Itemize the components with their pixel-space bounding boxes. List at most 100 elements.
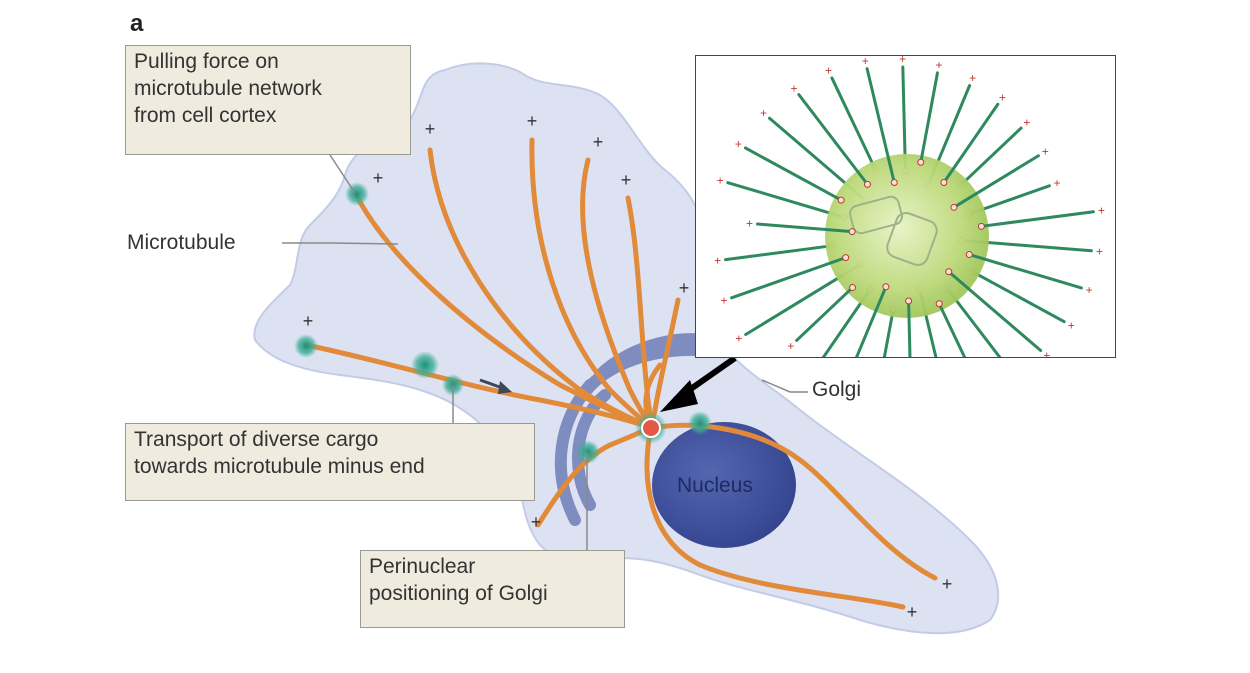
microtubule-leader-line	[282, 242, 399, 245]
pulling-force-leader-line	[329, 154, 356, 194]
plus-end-8: +	[531, 512, 542, 532]
plus-end-3: +	[527, 111, 538, 131]
inset-plus-2: +	[717, 173, 724, 187]
transport-arrowhead	[498, 381, 512, 394]
centrioles	[849, 195, 938, 266]
plus-end-4: +	[593, 132, 604, 152]
pulling-force-callout: Pulling force on microtubule network fro…	[125, 45, 411, 155]
inset-plus-7: +	[862, 56, 869, 68]
plus-end-1: +	[373, 168, 384, 188]
inset-plus-14: +	[1053, 176, 1060, 190]
inset-plus-29: +	[721, 293, 728, 307]
cargo-dot-6	[688, 411, 712, 435]
centriole-1	[849, 195, 903, 235]
plus-end-9: +	[942, 574, 953, 594]
panel-label: a	[130, 10, 144, 37]
inset-minus-end-21	[935, 300, 943, 308]
inset-microtubule-17	[967, 253, 1083, 290]
plus-end-5: +	[621, 170, 632, 190]
inset-microtubule-21	[937, 302, 967, 357]
inset-microtubule-9	[919, 71, 939, 164]
inset-plus-12: +	[1023, 116, 1030, 130]
inset-microtubule-15	[979, 210, 1095, 228]
inset-plus-13: +	[1042, 145, 1049, 159]
cargo-dot-2	[294, 334, 318, 358]
inset-microtubule-1	[755, 222, 854, 234]
inset-microtubule-18	[971, 270, 1066, 324]
centriole-2	[886, 212, 938, 266]
microtubule-7	[303, 342, 654, 431]
centrosome	[641, 418, 661, 438]
microtubule-3	[529, 137, 654, 431]
inset-minus-end-9	[917, 158, 925, 166]
inset-microtubule-8	[901, 65, 907, 173]
inset-microtubule-19	[947, 270, 1043, 352]
inset-microtubule-25	[855, 285, 888, 357]
golgi-leader-line	[761, 379, 808, 393]
inset-minus-end-3	[837, 196, 845, 204]
inset-microtubule-30	[724, 244, 835, 262]
plus-end-10: +	[907, 602, 918, 622]
centrosome-inset-diagram: ++++++++++++++++++++++++++++++	[714, 56, 1105, 358]
inset-plus-3: +	[735, 137, 742, 151]
inset-plus-18: +	[1068, 318, 1075, 332]
inset-minus-end-11	[940, 178, 948, 186]
microtubule-10	[644, 425, 906, 610]
inset-minus-end-1	[848, 228, 856, 236]
inset-minus-end-27	[849, 284, 857, 292]
perinuclear-callout: Perinuclear positioning of Golgi	[360, 550, 625, 628]
inset-plus-17: +	[1086, 283, 1093, 297]
plus-end-2: +	[425, 119, 436, 139]
inset-minus-end-29	[842, 254, 850, 262]
inset-microtubule-13	[952, 154, 1040, 209]
inset-microtubule-23	[907, 299, 912, 357]
inset-minus-end-15	[977, 222, 985, 230]
cargo-dot-1	[345, 182, 369, 206]
pericentriolar-material	[825, 154, 989, 318]
inset-microtubule-29	[730, 256, 848, 300]
inset-plus-11: +	[999, 91, 1006, 105]
inset-minus-end-13	[950, 203, 958, 211]
inset-microtubule-2	[726, 181, 847, 219]
inset-microtubule-20	[944, 286, 1002, 357]
inset-front-microtubules	[730, 67, 1095, 357]
plus-end-7: +	[303, 311, 314, 331]
inset-plus-6: +	[825, 64, 832, 78]
nucleus	[652, 422, 796, 548]
inset-minus-end-25	[882, 283, 890, 291]
transport-callout: Transport of diverse cargo towards micro…	[125, 423, 535, 501]
inset-microtubule-3	[743, 146, 843, 202]
plus-end-6: +	[679, 278, 690, 298]
inset-plus-5: +	[790, 81, 797, 95]
inset-minus-end-23	[905, 297, 913, 305]
microtubule-label: Microtubule	[127, 231, 236, 254]
inset-plus-16: +	[1096, 244, 1103, 258]
inset-microtubule-24	[882, 308, 895, 357]
microtubule-2	[427, 147, 654, 431]
inset-minus-end-19	[945, 268, 953, 276]
inset-plus-27: +	[787, 339, 794, 353]
cargo-dot-3	[411, 351, 439, 379]
inset-microtubule-6	[830, 76, 877, 170]
inset-plus-1: +	[746, 216, 753, 230]
inset-minus-end-17	[965, 251, 973, 259]
golgi-label: Golgi	[812, 378, 862, 401]
inset-plus-9: +	[935, 58, 942, 72]
inset-microtubule-12	[959, 126, 1023, 186]
inset-plus-markers: ++++++++++++++++++++++++++++++	[714, 56, 1105, 358]
inset-microtubule-11	[942, 102, 1000, 184]
inset-microtubule-5	[797, 93, 870, 186]
inset-plus-30: +	[714, 254, 721, 268]
inset-microtubule-7	[865, 67, 896, 185]
inset-minus-end-7	[890, 179, 898, 187]
inset-plus-8: +	[899, 56, 906, 66]
inset-pointer-arrowhead	[660, 380, 698, 412]
inset-plus-28: +	[735, 332, 742, 346]
inset-plus-15: +	[1098, 204, 1105, 218]
inset-plus-19: +	[1043, 349, 1050, 358]
cargo-dot-5	[576, 440, 600, 464]
inset-microtubule-27	[795, 286, 855, 342]
inset-minus-end-5	[864, 180, 872, 188]
